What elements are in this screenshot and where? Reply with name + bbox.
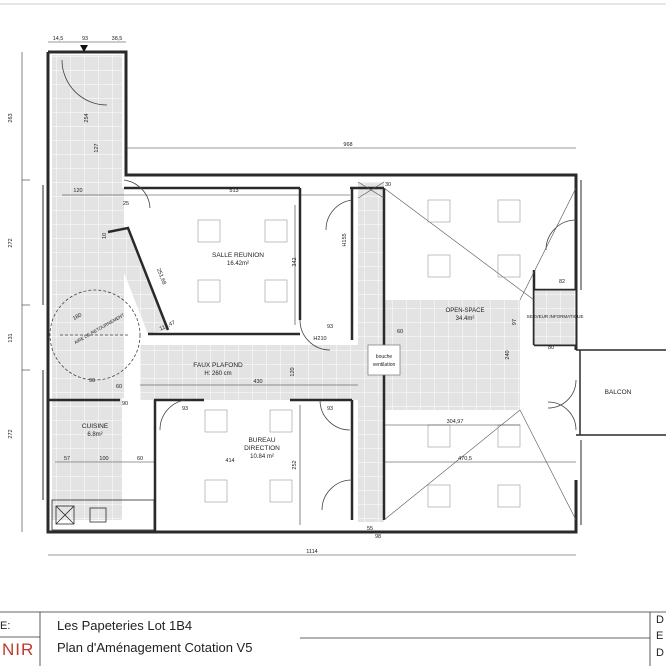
balcon-label: BALCON [605, 389, 632, 396]
window-marks [42, 180, 582, 525]
title-left-fragment: E: [0, 620, 11, 632]
dim-label: 414 [225, 458, 234, 464]
dim-label: 60 [397, 329, 403, 335]
dim-label: 10 [102, 233, 108, 239]
dim-label: 120 [73, 188, 82, 194]
title-block [0, 611, 666, 666]
kitchen-counter [51, 499, 155, 531]
ventilation-label: ventilation [373, 362, 396, 368]
dim-label: 304,97 [447, 419, 464, 425]
dim-label: 55 [367, 526, 373, 532]
dim-label: 60 [137, 456, 143, 462]
salle-reunion-area: 16.42m² [227, 261, 249, 267]
dim-label: 97 [512, 319, 518, 325]
dim-label: 30 [385, 182, 391, 188]
bureau-area: 10.84 m² [250, 454, 274, 460]
dim-label: 342 [292, 257, 298, 266]
cuisine-area: 6.8m² [87, 432, 102, 438]
dim-label: 93 [327, 406, 333, 412]
dim-label: 14,5 [53, 36, 64, 42]
dim-label: 240 [505, 350, 511, 359]
dim-label: 57 [64, 456, 70, 462]
bureau-label: BUREAU [248, 437, 275, 444]
server-room [533, 289, 577, 346]
dim-label: 90 [89, 378, 95, 384]
dim-label: 98 [375, 534, 381, 540]
logo: NIR [2, 640, 35, 659]
dim-label: 93 [82, 36, 88, 42]
bouche-label: bouche [376, 354, 393, 360]
serveur-label: SERVEUR INFORMATIQUE [526, 314, 583, 319]
cuisine-label: CUISINE [82, 423, 109, 430]
dim-label: 60 [116, 384, 122, 390]
dim-label: 252 [292, 460, 298, 469]
dim-label: H210 [313, 336, 326, 342]
dim-label: 120 [290, 367, 296, 376]
dim-label: 180 [72, 312, 83, 322]
door-swings [49, 59, 577, 511]
ventilation-box [367, 344, 401, 376]
dim-label: 513 [229, 188, 238, 194]
faux-plafond-height: H: 260 cm [204, 371, 231, 377]
open-space-label: OPEN-SPACE [446, 308, 485, 314]
dim-label: 272 [8, 238, 14, 247]
dim-label: 93 [327, 324, 333, 330]
dim-label: 251,68 [155, 268, 167, 286]
tiled-floor-zones [52, 55, 520, 522]
entrance-arrow-icon [80, 45, 88, 52]
open-space-cross [357, 181, 577, 521]
dim-label: H155 [342, 233, 348, 246]
dim-label: 254 [84, 113, 90, 122]
direction-label: DIRECTION [244, 445, 280, 452]
exterior-walls [46, 50, 578, 534]
dim-label: 90 [122, 401, 128, 407]
dim-label: 968 [343, 142, 352, 148]
ceiling-lights [197, 199, 521, 508]
dim-label: 82 [559, 279, 565, 285]
dim-label: 470,5 [458, 456, 472, 462]
dim-label: 25 [123, 201, 129, 207]
dim-label: 263 [8, 113, 14, 122]
dim-label: 430 [253, 379, 262, 385]
dim-label: 100 [99, 456, 108, 462]
right-letter-2: E [656, 630, 664, 642]
dim-label: 1114 [306, 549, 317, 555]
right-letter-3: D [656, 647, 664, 659]
faux-plafond-label: FAUX PLAFOND [193, 362, 243, 369]
dim-label: 93 [182, 406, 188, 412]
dim-label: 272 [8, 429, 14, 438]
balcony [576, 349, 666, 436]
dim-label: 127 [94, 143, 100, 152]
plan-subtitle: Plan d'Aménagement Cotation V5 [57, 640, 253, 655]
salle-reunion-label: SALLE REUNION [212, 252, 264, 259]
project-title: Les Papeteries Lot 1B4 [57, 618, 193, 633]
dimension-lines [21, 41, 576, 556]
dim-label: 38,5 [112, 36, 123, 42]
open-space-area: 34.4m² [456, 316, 475, 322]
dim-label: 131 [8, 333, 14, 342]
right-letter-1: D [656, 614, 664, 626]
dim-label: 80 [548, 345, 554, 351]
